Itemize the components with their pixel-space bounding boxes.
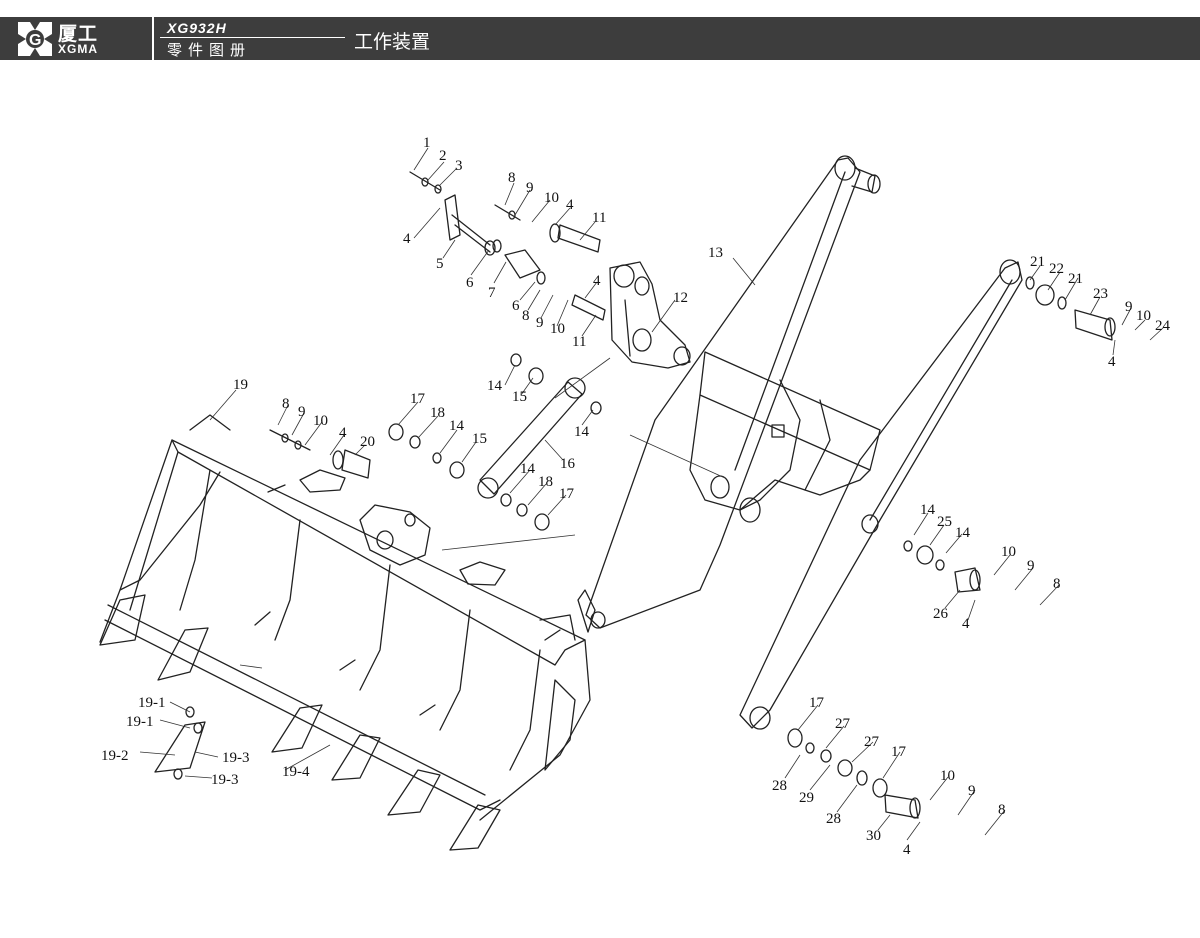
callout-5: 5	[436, 256, 444, 272]
callout-19-1: 19-1	[126, 714, 154, 730]
callout-6: 6	[466, 275, 474, 291]
callout-14: 14	[574, 424, 590, 440]
callout-12: 12	[673, 290, 688, 306]
callout-8: 8	[282, 396, 290, 412]
header-divider	[152, 17, 154, 60]
callout-4: 4	[566, 197, 574, 213]
callout-22: 22	[1049, 261, 1064, 277]
bellcrank	[609, 261, 691, 369]
callout-10: 10	[550, 321, 565, 337]
callout-14: 14	[520, 461, 536, 477]
callout-4: 4	[339, 425, 347, 441]
callout-9: 9	[298, 404, 306, 420]
callout-3: 3	[455, 158, 463, 174]
callout-9: 9	[968, 783, 976, 799]
callout-17: 17	[410, 391, 426, 407]
callout-10: 10	[940, 768, 955, 784]
callout-6: 6	[512, 298, 520, 314]
leader-lines	[139, 147, 1164, 841]
bucket	[99, 414, 591, 821]
callout-27: 27	[864, 734, 880, 750]
callout-26: 26	[933, 606, 949, 622]
callout-18: 18	[538, 474, 553, 490]
callout-9: 9	[1027, 558, 1035, 574]
tilt-link	[477, 377, 586, 499]
callout-10: 10	[544, 190, 559, 206]
header-bar: G 厦工 XGMA XG932H 零件图册 工作装置	[0, 17, 1200, 60]
callout-17: 17	[809, 695, 825, 711]
callout-9: 9	[1125, 299, 1133, 315]
callout-8: 8	[998, 802, 1006, 818]
callout-25: 25	[937, 514, 952, 530]
callout-7: 7	[488, 285, 496, 301]
callout-20: 20	[360, 434, 375, 450]
svg-text:G: G	[29, 32, 41, 49]
callout-21: 21	[1030, 254, 1045, 270]
callout-19-3: 19-3	[222, 750, 250, 766]
callout-30: 30	[866, 828, 881, 844]
callout-17: 17	[559, 486, 575, 502]
callout-14: 14	[920, 502, 936, 518]
callout-4: 4	[593, 273, 601, 289]
callout-23: 23	[1093, 286, 1108, 302]
callout-27: 27	[835, 716, 851, 732]
callout-4: 4	[403, 231, 411, 247]
callout-labels: 1 2 3 4 5 6 7 6 8 9 10 4 11 8 9 10 4 11 …	[101, 135, 1171, 858]
callout-8: 8	[522, 308, 530, 324]
callout-11: 11	[592, 210, 606, 226]
callout-18: 18	[430, 405, 445, 421]
callout-8: 8	[508, 170, 516, 186]
callout-17: 17	[891, 744, 907, 760]
callout-28: 28	[826, 811, 841, 827]
callout-21: 21	[1068, 271, 1083, 287]
callout-19-3: 19-3	[211, 772, 239, 788]
brand-name-cn: 厦工	[58, 23, 99, 45]
callout-1: 1	[423, 135, 431, 151]
callout-16: 16	[560, 456, 576, 472]
boom-arm	[577, 155, 1023, 730]
bucket-teeth	[99, 594, 501, 851]
callout-24: 24	[1155, 318, 1171, 334]
catalog-title: 零件图册	[167, 41, 252, 59]
pin-hardware-upper	[269, 171, 606, 479]
callout-14: 14	[955, 525, 971, 541]
callout-15: 15	[472, 431, 487, 447]
callout-4: 4	[903, 842, 911, 858]
callout-14: 14	[449, 418, 465, 434]
callout-28: 28	[772, 778, 787, 794]
callout-29: 29	[799, 790, 814, 806]
header-rule	[160, 37, 345, 38]
callout-10: 10	[1136, 308, 1151, 324]
callout-13: 13	[708, 245, 723, 261]
callout-4: 4	[962, 616, 970, 632]
callout-10: 10	[1001, 544, 1016, 560]
model-number: XG932H	[167, 20, 227, 36]
callout-9: 9	[526, 180, 534, 196]
callout-19-4: 19-4	[282, 764, 310, 780]
rings-bushings	[173, 276, 1116, 819]
xgma-logo-icon: G	[18, 22, 52, 56]
callout-2: 2	[439, 148, 447, 164]
callout-15: 15	[512, 389, 527, 405]
callout-19-1: 19-1	[138, 695, 166, 711]
brand-name-en: XGMA	[58, 42, 98, 56]
callout-11: 11	[572, 334, 586, 350]
callout-19-2: 19-2	[101, 748, 129, 764]
callout-8: 8	[1053, 576, 1061, 592]
callout-9: 9	[536, 315, 544, 331]
callout-14: 14	[487, 378, 503, 394]
callout-4: 4	[1108, 354, 1116, 370]
section-title: 工作装置	[354, 31, 431, 53]
callout-10: 10	[313, 413, 328, 429]
callout-19: 19	[233, 377, 248, 393]
